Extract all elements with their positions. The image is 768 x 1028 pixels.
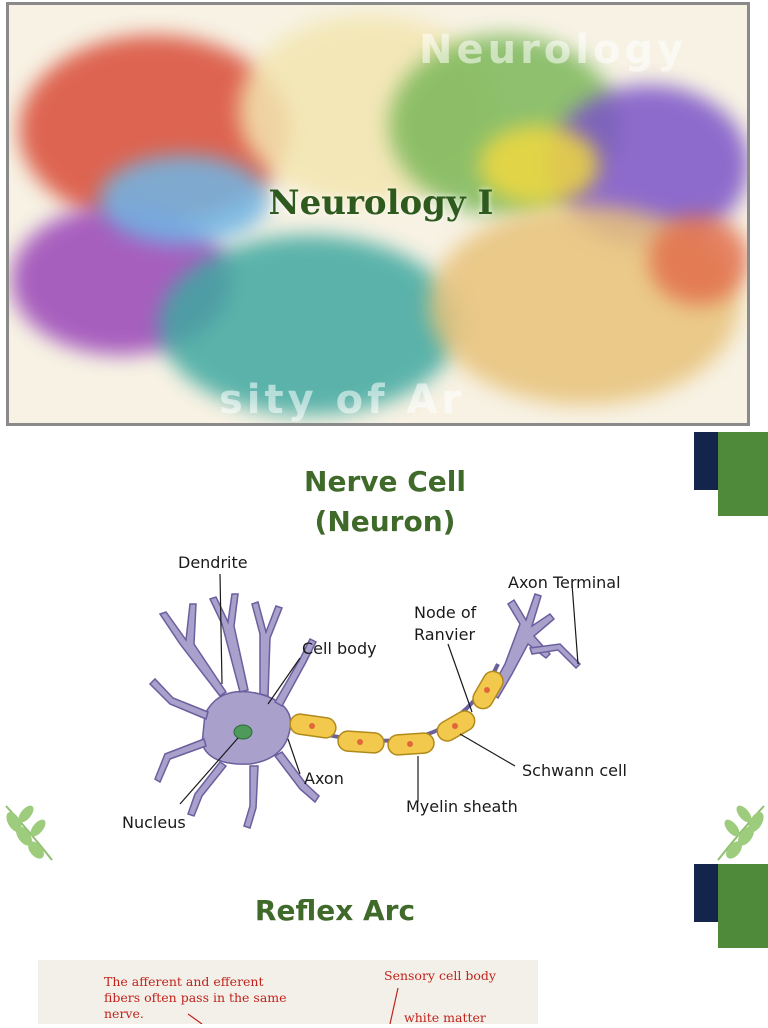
label-node-of-ranvier-2: Ranvier <box>414 625 475 644</box>
label-afferent-line-1: The afferent and efferent <box>104 974 264 989</box>
label-myelin-sheath: Myelin sheath <box>406 797 518 816</box>
brain-region-teal <box>159 235 459 415</box>
label-white-matter: white matter <box>404 1010 486 1024</box>
brain-region-orange <box>649 215 747 305</box>
sensory-leader-line <box>389 987 399 1025</box>
reflex-arc-diagram: The afferent and efferent fibers often p… <box>38 960 538 1025</box>
label-afferent-line-2: fibers often pass in the same <box>104 990 287 1005</box>
label-nucleus: Nucleus <box>122 813 186 832</box>
label-node-of-ranvier-1: Node of <box>414 603 477 622</box>
label-cell-body: Cell body <box>302 639 377 658</box>
neuron-diagram: Dendrite Cell body Node of Ranvier Axon … <box>122 553 627 832</box>
brain-image-frame: Neurology sity of Ar Neurology I <box>6 2 750 426</box>
schwann-nuclei <box>309 687 490 747</box>
corner-accent-navy <box>694 864 718 922</box>
brain-region-yellow <box>479 125 599 205</box>
label-schwann-cell: Schwann cell <box>522 761 627 780</box>
label-afferent-line-3: nerve. <box>104 1006 144 1021</box>
afferent-leader-line <box>187 1013 203 1025</box>
slide-title: Neurology I <box>268 183 494 223</box>
title-line-1: Nerve Cell <box>304 465 466 498</box>
leader-lines <box>179 573 579 805</box>
corner-accent-green <box>718 432 768 516</box>
leaf-branch-icon-right <box>717 805 765 861</box>
label-sensory-cell-body: Sensory cell body <box>384 968 497 983</box>
reflex-arc-annotations: The afferent and efferent fibers often p… <box>104 968 497 1025</box>
brain-region-blue <box>99 155 269 245</box>
watermark-bottom: sity of Ar <box>219 377 466 423</box>
title-slide: Neurology sity of Ar Neurology I <box>0 0 768 432</box>
corner-accent-green <box>718 864 768 948</box>
label-axon: Axon <box>304 769 344 788</box>
nucleus-shape <box>233 724 253 740</box>
watermark-top: Neurology <box>419 27 688 73</box>
label-axon-terminal: Axon Terminal <box>508 573 621 592</box>
label-dendrite: Dendrite <box>178 553 248 572</box>
reflex-arc-slide: Reflex Arc The afferent and efferent fib… <box>0 864 768 1025</box>
neuron-body <box>148 593 582 829</box>
slide-title: Nerve Cell (Neuron) <box>200 462 570 542</box>
corner-accent-navy <box>694 432 718 490</box>
nerve-cell-slide: Nerve Cell (Neuron) <box>0 432 768 864</box>
title-line-2: (Neuron) <box>314 505 456 538</box>
slide-title: Reflex Arc <box>254 894 416 927</box>
leaf-branch-icon-left <box>5 805 53 861</box>
